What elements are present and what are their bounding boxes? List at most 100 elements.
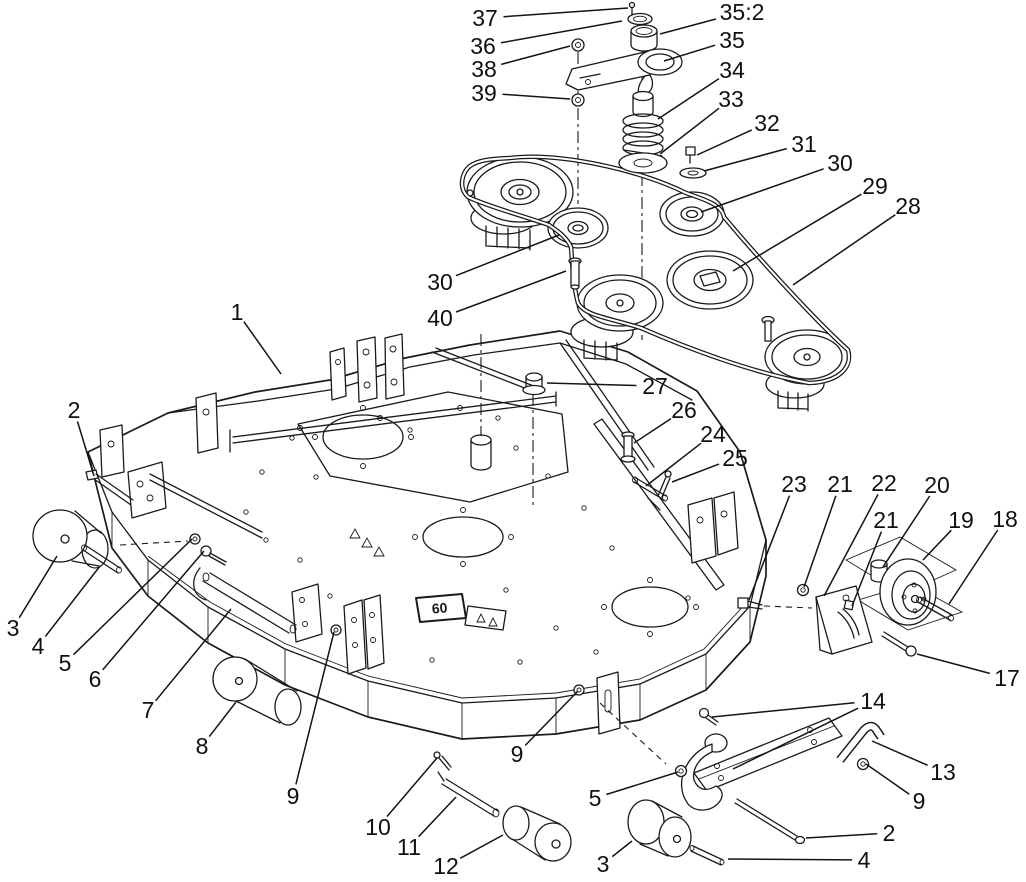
callout-number: 33 xyxy=(718,86,744,112)
idler-arm-assembly xyxy=(522,1,683,502)
callout-39: 39 xyxy=(471,80,571,106)
callout-number: 36 xyxy=(470,33,496,59)
callout-2: 2 xyxy=(68,397,95,477)
leader-line xyxy=(524,690,579,746)
callout-number: 3 xyxy=(7,615,20,641)
leader-line xyxy=(871,740,928,766)
leader-line xyxy=(503,7,629,18)
callout-34: 34 xyxy=(657,57,745,120)
pin-4-right xyxy=(689,845,725,866)
callout-7: 7 xyxy=(142,608,232,723)
callout-10: 10 xyxy=(365,757,438,840)
callout-number: 12 xyxy=(433,853,459,879)
callout-number: 5 xyxy=(589,785,602,811)
callout-4: 4 xyxy=(32,565,101,659)
center-brace xyxy=(559,339,655,471)
leader-line xyxy=(748,495,791,601)
callout-number: 27 xyxy=(642,373,668,399)
leader-line xyxy=(76,421,95,477)
bushing-27 xyxy=(522,372,546,396)
callout-number: 8 xyxy=(196,733,209,759)
bolt-32 xyxy=(685,146,696,164)
callout-number: 35 xyxy=(719,27,745,53)
nut-5-right xyxy=(674,764,688,778)
callout-number: 20 xyxy=(924,472,950,498)
deck-holes xyxy=(243,415,691,665)
hanger-brackets xyxy=(329,333,405,403)
callout-13: 13 xyxy=(871,740,956,785)
rod-24 xyxy=(632,476,668,502)
roller-arm-7 xyxy=(193,567,297,634)
deck-size-decal-text: 60 xyxy=(431,599,448,616)
callout-40: 40 xyxy=(427,270,567,331)
leader-line xyxy=(696,129,753,156)
leader-line xyxy=(611,840,633,858)
bolt-6 xyxy=(200,545,227,566)
roller-12 xyxy=(502,805,572,862)
callout-number: 4 xyxy=(32,633,45,659)
leader-line xyxy=(916,653,990,675)
callout-number: 5 xyxy=(59,650,72,676)
spindle-openings xyxy=(312,405,699,637)
leader-line xyxy=(418,796,457,838)
callout-3: 3 xyxy=(597,840,633,877)
leader-line xyxy=(703,147,787,172)
pivot-standoff xyxy=(470,434,492,471)
bolt-17 xyxy=(881,631,917,657)
callout-number: 34 xyxy=(719,57,745,83)
leader-line xyxy=(455,234,560,277)
leader-line xyxy=(386,757,438,817)
callout-6: 6 xyxy=(89,550,205,692)
callout-number: 37 xyxy=(472,5,498,31)
bottom-right-assembly xyxy=(627,707,885,866)
callout-number: 25 xyxy=(722,445,748,471)
callout-19: 19 xyxy=(922,507,974,561)
screw-37 xyxy=(628,1,636,15)
callout-23: 23 xyxy=(748,471,807,601)
callout-number: 38 xyxy=(471,56,497,82)
leader-line xyxy=(633,417,672,444)
callout-number: 29 xyxy=(862,173,888,199)
cotter-pin-10 xyxy=(433,751,452,771)
leader-line xyxy=(645,442,702,487)
leader-line xyxy=(865,763,910,795)
roller-3-right xyxy=(627,799,692,858)
leader-line xyxy=(851,531,883,607)
callout-number: 31 xyxy=(791,131,817,157)
callout-number: 9 xyxy=(913,788,926,814)
callout-number: 26 xyxy=(671,397,697,423)
leader-line xyxy=(546,382,637,387)
callout-32: 32 xyxy=(696,110,780,156)
callout-number: 40 xyxy=(427,305,453,331)
leader-line xyxy=(732,193,862,272)
callout-number: 9 xyxy=(287,783,300,809)
callout-9: 9 xyxy=(865,763,926,814)
leader-line xyxy=(500,20,623,44)
callout-8: 8 xyxy=(196,701,237,759)
leader-line xyxy=(671,463,720,483)
leader-line xyxy=(803,495,837,588)
callout-30: 30 xyxy=(427,234,560,295)
idler-pulley-right-30 xyxy=(659,191,725,237)
leader-line xyxy=(295,631,335,785)
warning-decal xyxy=(464,605,507,631)
rear-lift-rail xyxy=(229,391,557,453)
leader-line xyxy=(663,44,716,62)
bushing-35-2 xyxy=(630,24,658,52)
callout-number: 1 xyxy=(231,299,244,325)
callout-number: 30 xyxy=(827,150,853,176)
leader-line xyxy=(727,858,853,861)
roller-3 xyxy=(32,509,109,569)
leader-line xyxy=(792,214,896,286)
bottom-middle-hardware xyxy=(433,684,585,862)
nut-21-b xyxy=(843,599,855,611)
cotter-pin-25 xyxy=(657,470,672,498)
callout-number: 21 xyxy=(873,507,899,533)
spindle-bolt xyxy=(761,315,775,342)
callout-number: 28 xyxy=(895,193,921,219)
callout-20: 20 xyxy=(882,472,950,568)
callout-number: 13 xyxy=(930,759,956,785)
leader-line xyxy=(455,270,567,313)
callout-25: 25 xyxy=(671,445,748,483)
